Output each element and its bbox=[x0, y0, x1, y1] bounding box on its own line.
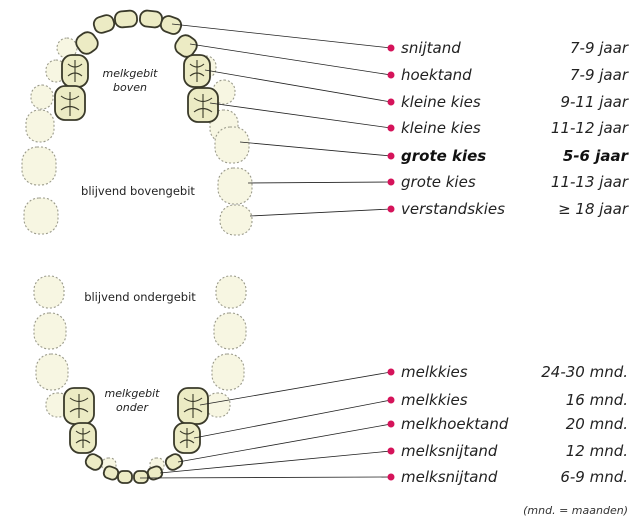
upper-legend: snijtand 7-9 jaar hoektand 7-9 jaar klei… bbox=[401, 39, 630, 218]
pointer-line bbox=[160, 451, 391, 473]
pointer-dot bbox=[388, 99, 395, 106]
legend-age: 6-9 mnd. bbox=[560, 468, 628, 486]
lower-milk-label-line2: onder bbox=[116, 401, 149, 414]
milk-incisor bbox=[118, 471, 132, 483]
legend-label: grote kies bbox=[401, 173, 476, 191]
permanent-tooth bbox=[34, 276, 64, 308]
lower-legend: melkkies 24-30 mnd. melkkies 16 mnd. mel… bbox=[401, 363, 628, 486]
permanent-tooth bbox=[214, 313, 246, 349]
pointer-dot bbox=[388, 72, 395, 79]
pointer-line bbox=[140, 477, 391, 478]
pointer-line bbox=[178, 424, 391, 462]
legend-label: melkkies bbox=[401, 391, 468, 409]
pointer-dot bbox=[388, 179, 395, 186]
legend-age-highlight: 5-6 jaar bbox=[563, 147, 630, 165]
lower-permanent-teeth bbox=[34, 276, 246, 472]
upper-jaw: melkgebit boven blijvend bovengebit bbox=[22, 10, 252, 235]
lower-milk-label-line1: melkgebit bbox=[104, 387, 160, 400]
pointer-dot bbox=[388, 153, 395, 160]
legend-label: melkkies bbox=[401, 363, 468, 381]
milk-canine bbox=[73, 29, 101, 57]
permanent-tooth bbox=[220, 205, 252, 235]
legend-age: 7-9 jaar bbox=[570, 39, 629, 57]
pointer-line bbox=[190, 44, 391, 75]
legend-label: snijtand bbox=[401, 39, 461, 57]
pointer-line bbox=[240, 142, 391, 156]
legend-age: ≥ 18 jaar bbox=[558, 200, 629, 218]
legend-label: kleine kies bbox=[401, 119, 481, 137]
permanent-tooth bbox=[218, 168, 252, 204]
pointer-dot bbox=[388, 206, 395, 213]
legend-age: 11-13 jaar bbox=[551, 173, 629, 191]
legend-age: 7-9 jaar bbox=[570, 66, 629, 84]
milk-canine bbox=[164, 452, 185, 472]
permanent-tooth bbox=[26, 110, 54, 142]
upper-milk-label-line2: boven bbox=[113, 81, 147, 94]
milk-incisor bbox=[114, 10, 137, 28]
milk-incisor bbox=[139, 10, 163, 28]
permanent-tooth bbox=[24, 198, 58, 234]
lower-permanent-label: blijvend ondergebit bbox=[84, 290, 196, 304]
permanent-tooth bbox=[31, 85, 53, 109]
permanent-tooth bbox=[22, 147, 56, 185]
pointer-dot bbox=[388, 448, 395, 455]
legend-age: 9-11 jaar bbox=[560, 93, 628, 111]
milk-canine bbox=[84, 452, 105, 472]
pointer-dot bbox=[388, 397, 395, 404]
legend-label: hoektand bbox=[401, 66, 472, 84]
legend-label: melksnijtand bbox=[401, 468, 498, 486]
upper-milk-label-line1: melkgebit bbox=[102, 67, 158, 80]
permanent-tooth bbox=[34, 313, 66, 349]
legend-label: kleine kies bbox=[401, 93, 481, 111]
pointer-dot bbox=[388, 421, 395, 428]
milk-incisor bbox=[92, 13, 116, 34]
pointer-dot bbox=[388, 369, 395, 376]
legend-label: melksnijtand bbox=[401, 442, 498, 460]
milk-incisor bbox=[134, 471, 148, 483]
legend-label: verstandskies bbox=[401, 200, 505, 218]
lower-jaw: melkgebit onder blijvend ondergebit bbox=[34, 276, 246, 483]
pointer-dot bbox=[388, 45, 395, 52]
legend-age: 12 mnd. bbox=[566, 442, 628, 460]
legend-age: 11-12 jaar bbox=[551, 119, 629, 137]
permanent-tooth bbox=[206, 393, 230, 417]
footnote: (mnd. = maanden) bbox=[523, 504, 628, 517]
permanent-tooth bbox=[36, 354, 68, 390]
pointer-line bbox=[172, 24, 391, 48]
pointer-line bbox=[248, 182, 391, 183]
pointer-dot bbox=[388, 474, 395, 481]
pointer-dot bbox=[388, 125, 395, 132]
legend-label-highlight: grote kies bbox=[401, 147, 486, 165]
permanent-tooth bbox=[212, 354, 244, 390]
upper-permanent-label: blijvend bovengebit bbox=[81, 184, 195, 198]
legend-label: melkhoektand bbox=[401, 415, 509, 433]
pointer-line bbox=[250, 209, 391, 216]
legend-age: 24-30 mnd. bbox=[541, 363, 628, 381]
permanent-tooth bbox=[215, 127, 249, 163]
permanent-tooth bbox=[216, 276, 246, 308]
legend-age: 16 mnd. bbox=[566, 391, 628, 409]
legend-age: 20 mnd. bbox=[566, 415, 628, 433]
